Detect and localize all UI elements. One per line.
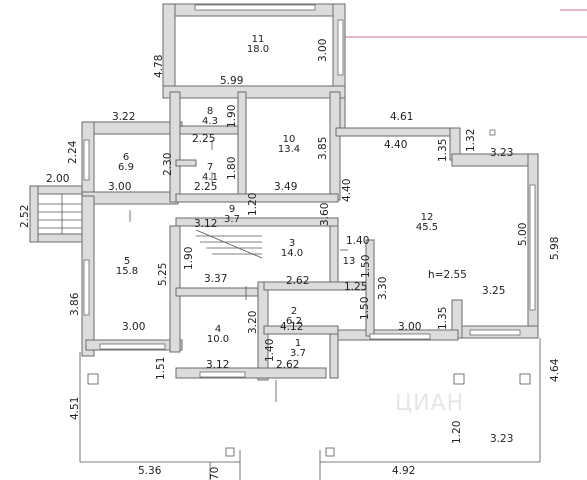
dimension: 3.60 <box>319 203 331 226</box>
dimension: 1.40 <box>264 339 276 362</box>
dimension: 3.00 <box>108 181 131 193</box>
dimension: 1.25 <box>344 281 367 293</box>
room-area: 3.7 <box>290 348 306 359</box>
dimension: 4.51 <box>69 397 81 420</box>
dimension: 3.00 <box>122 321 145 333</box>
dimension: 4.92 <box>392 465 415 477</box>
dimension: 3.23 <box>490 433 513 445</box>
watermark: ЦИАН <box>395 391 464 416</box>
dimension: 3.85 <box>317 137 329 160</box>
dimension: 5.00 <box>517 223 529 246</box>
dimension: 1.51 <box>155 357 167 380</box>
room-number: 6 <box>123 152 129 163</box>
room-area: 45.5 <box>416 222 438 233</box>
room-number: 11 <box>252 34 265 45</box>
dimension: 2.62 <box>286 275 309 287</box>
dimension: 1.20 <box>451 421 463 444</box>
walls <box>29 3 539 381</box>
dimension: 4.78 <box>153 55 165 78</box>
dimension: 1.40 <box>346 235 369 247</box>
room-area: 15.8 <box>116 266 138 277</box>
dimension: 3.00 <box>398 321 421 333</box>
dimension: 3.37 <box>204 273 227 285</box>
dimension: 2.30 <box>162 153 174 176</box>
windows <box>83 4 536 378</box>
dimension: 2.52 <box>19 205 31 228</box>
dimension: 4.12 <box>280 321 303 333</box>
room-number: 12 <box>421 212 434 223</box>
dimension: 3.12 <box>206 359 229 371</box>
dimension: 2.24 <box>67 140 79 164</box>
room-area: 4.3 <box>202 116 218 127</box>
dimension: 4.40 <box>341 179 353 202</box>
room-area: 3.7 <box>224 214 240 225</box>
room-area: 6.2 <box>286 316 302 327</box>
room-number: 9 <box>229 204 235 215</box>
dimension: 1.35 <box>437 307 449 330</box>
room-number: 3 <box>289 238 295 249</box>
dimension: 1.20 <box>247 193 259 216</box>
room-number: 13 <box>343 256 356 267</box>
dimension-labels: 4.78 3.00 5.99 3.22 4.61 1.90 1.32 2.24 … <box>19 39 561 480</box>
dimension: 2.25 <box>192 133 215 145</box>
room-number: 5 <box>124 256 130 267</box>
dimension: 2.62 <box>276 359 299 371</box>
dimension: 1.50 <box>359 297 371 320</box>
room-number: 7 <box>207 162 213 173</box>
dimension: 70 <box>209 467 221 480</box>
room-area: 18.0 <box>247 44 269 55</box>
dimension: 1.50 <box>360 255 372 278</box>
dimension: 5.25 <box>157 263 169 286</box>
ceiling-height: h=2.55 <box>428 269 467 281</box>
room-number: 8 <box>207 106 213 117</box>
room-area: 4.1 <box>202 172 218 183</box>
room-labels: 11 18.0 8 4.3 10 13.4 6 6.9 7 4.1 9 3.7 … <box>116 34 467 359</box>
room-number: 2 <box>291 306 297 317</box>
room-number: 10 <box>283 134 296 145</box>
dimension: 3.23 <box>490 147 513 159</box>
dimension: 3.25 <box>482 285 505 297</box>
dimension: 5.36 <box>138 465 162 477</box>
dimension: 3.22 <box>112 111 135 123</box>
dimension: 1.90 <box>226 105 238 128</box>
outer-lines <box>345 9 587 38</box>
dimension: 5.99 <box>220 75 243 87</box>
terrace-lines <box>38 140 541 480</box>
dimension: 3.86 <box>69 292 81 316</box>
dimension: 4.61 <box>390 111 413 123</box>
dimension: 3.49 <box>274 181 297 193</box>
dimension: 1.80 <box>226 157 238 180</box>
dimension: 4.64 <box>549 358 561 382</box>
dimension: 2.25 <box>194 181 217 193</box>
room-area: 6.9 <box>118 162 134 173</box>
room-area: 10.0 <box>207 334 229 345</box>
dimension: 1.90 <box>183 247 195 270</box>
dimension: 3.30 <box>377 277 389 300</box>
room-area: 14.0 <box>281 248 303 259</box>
dimension: 3.12 <box>194 218 217 230</box>
room-number: 4 <box>215 324 221 335</box>
dimension: 3.20 <box>247 311 259 334</box>
dimension: 3.00 <box>317 39 329 62</box>
dimension: 1.35 <box>437 139 449 162</box>
dimension: 4.40 <box>384 139 407 151</box>
dimension: 1.32 <box>465 129 477 152</box>
room-area: 13.4 <box>278 144 300 155</box>
dimension: 5.98 <box>549 237 561 260</box>
room-number: 1 <box>295 338 301 349</box>
dimension: 2.00 <box>46 173 69 185</box>
